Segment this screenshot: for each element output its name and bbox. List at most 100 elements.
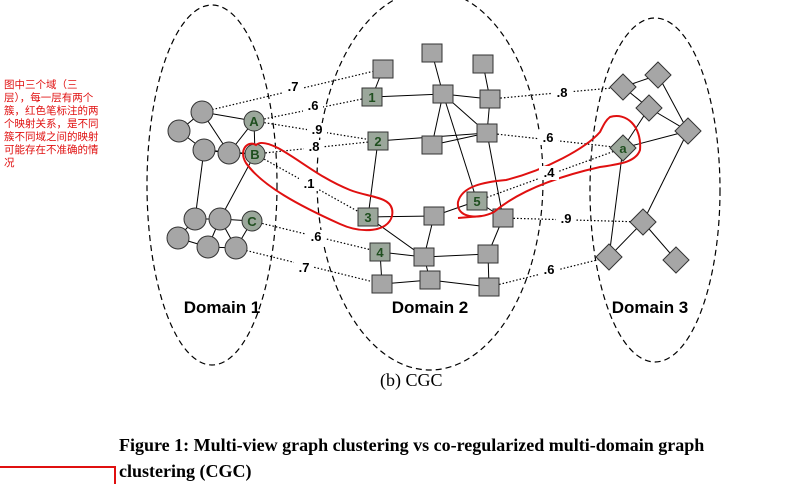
node-s8	[423, 206, 445, 226]
edge-weight-w2: .6	[308, 98, 319, 113]
domain-3-label: Domain 3	[612, 298, 689, 317]
node-d2	[644, 61, 672, 89]
node-d1	[609, 73, 637, 101]
edge-d2-d4	[657, 74, 689, 132]
edge-weight-w11: .9	[561, 211, 572, 226]
edge-weight-w4: .8	[309, 139, 320, 154]
edge-weight-bg-w9	[538, 131, 558, 145]
graph-nodes: A B C 1 2 3 5 4 a	[166, 43, 702, 297]
node-s6	[421, 135, 443, 155]
red-annotation-tick	[457, 215, 483, 219]
edge-n1-s4	[371, 93, 444, 98]
edge-weight-bg-w4	[304, 140, 324, 154]
node-n4	[369, 242, 391, 262]
domain-2-label: Domain 2	[392, 298, 469, 317]
node-label-C: C	[247, 214, 257, 229]
node-label-B: B	[250, 147, 259, 162]
domain-3-ellipse	[589, 17, 721, 363]
red-annotation-stroke-5a	[456, 115, 642, 218]
node-c4	[217, 141, 241, 165]
edge-weight-w5: .1	[304, 176, 315, 191]
edge-s4-n5	[442, 93, 478, 202]
edge-c5-c3	[194, 149, 205, 220]
node-c1	[167, 119, 191, 143]
node-c7	[166, 226, 190, 250]
node-s1	[372, 59, 394, 79]
node-label-n3: 3	[364, 210, 371, 225]
node-d5	[629, 208, 657, 236]
edge-weight-w1: .7	[288, 79, 299, 94]
node-A	[243, 110, 265, 132]
edge-weight-labels: .7.6.9.8.1.6.7.8.6.4.9.6	[283, 79, 576, 277]
edge-n2-n3	[367, 140, 379, 218]
edge-weight-bg-w2	[303, 99, 323, 113]
edge-n3-s8	[367, 215, 435, 218]
node-label-n1: 1	[368, 90, 375, 105]
node-s7	[476, 123, 498, 143]
node-s9	[492, 208, 514, 228]
edge-weight-bg-w8	[552, 86, 572, 100]
node-s2	[421, 43, 443, 63]
node-s3	[472, 54, 494, 74]
mapping-edge-C-n4	[251, 220, 381, 253]
edge-weight-bg-w12	[539, 263, 559, 277]
edge-s7-s9	[486, 132, 504, 219]
node-label-n5: 5	[473, 194, 480, 209]
node-c3	[192, 138, 216, 162]
node-s14	[478, 277, 500, 297]
node-c6	[208, 207, 232, 231]
edge-weight-bg-w5	[299, 177, 319, 191]
node-n1	[361, 87, 383, 107]
node-label-n4: 4	[376, 245, 384, 260]
node-s5	[479, 89, 501, 109]
node-label-n2: 2	[374, 134, 381, 149]
node-C	[241, 210, 263, 232]
edge-weight-w6: .6	[311, 229, 322, 244]
node-s13	[419, 270, 441, 290]
node-c8	[196, 235, 220, 259]
edge-B-c6	[219, 153, 256, 220]
edge-weight-w3: .9	[312, 122, 323, 137]
edge-weight-bg-w6	[306, 230, 326, 244]
edge-weight-bg-w7	[294, 261, 314, 275]
edge-s10-s11	[423, 253, 489, 258]
edge-weight-w12: .6	[544, 262, 555, 277]
node-c2	[190, 100, 214, 124]
red-underline-mark	[0, 466, 116, 468]
red-vertical-mark	[114, 466, 116, 484]
edge-d4-d5	[642, 130, 689, 223]
mapping-edge-c2-s1	[201, 68, 384, 113]
node-d7	[662, 246, 690, 274]
node-s10	[413, 247, 435, 267]
node-s12	[371, 274, 393, 294]
edge-weight-w8: .8	[557, 85, 568, 100]
node-label-A: A	[249, 114, 259, 129]
node-n3	[357, 207, 379, 227]
node-c9	[224, 236, 248, 260]
edge-weight-w7: .7	[299, 260, 310, 275]
node-d6	[595, 243, 623, 271]
edge-weight-bg-w11	[556, 212, 576, 226]
mapping-edge-B-n3	[254, 153, 369, 218]
node-label-a: a	[619, 141, 627, 156]
domain-1-ellipse	[146, 4, 278, 366]
edge-weight-bg-w1	[283, 80, 303, 94]
node-c5	[183, 207, 207, 231]
node-n5	[466, 191, 488, 211]
mapping-edge-c9-s12	[235, 247, 383, 285]
node-a	[609, 134, 637, 162]
node-d3	[635, 94, 663, 122]
red-annotation-stroke-b3	[242, 141, 394, 232]
node-d4	[674, 117, 702, 145]
subfigure-caption: (b) CGC	[380, 370, 443, 390]
node-s11	[477, 244, 499, 264]
node-n2	[367, 131, 389, 151]
figure-caption: Figure 1: Multi-view graph clustering vs…	[119, 435, 705, 481]
edge-weight-bg-w10	[539, 166, 559, 180]
edge-weight-w9: .6	[543, 130, 554, 145]
domain-1-label: Domain 1	[184, 298, 261, 317]
edge-weight-bg-w3	[307, 123, 327, 137]
node-s4	[432, 84, 454, 104]
annotation-note: 图中三个域（三 层），每一层有两个 簇，红色笔标注的两 个映射关系，是不同 簇不…	[4, 79, 99, 169]
